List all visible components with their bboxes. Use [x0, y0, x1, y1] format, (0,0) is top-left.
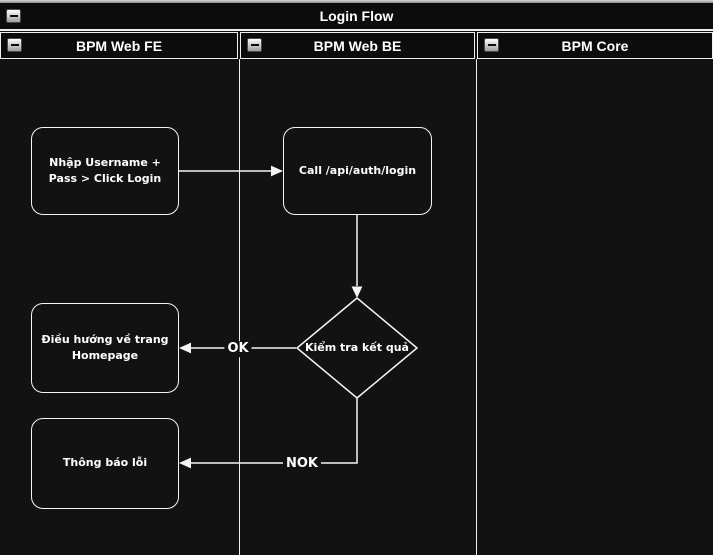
arrowhead-down-icon	[351, 286, 363, 298]
collapse-icon[interactable]	[484, 38, 499, 52]
minus-glyph	[487, 44, 496, 46]
collapse-icon[interactable]	[7, 38, 22, 52]
pool-top-edge	[0, 0, 713, 3]
lane-header-bpm-web-fe[interactable]: BPM Web FE	[0, 32, 238, 59]
decision-node-label[interactable]: Kiểm tra kết quả	[305, 341, 409, 354]
edge-label-ok: OK	[224, 341, 252, 357]
node-call-login-api[interactable]: Call /api/auth/login	[283, 127, 432, 215]
pool-title: Login Flow	[319, 8, 394, 24]
node-label: Call /api/auth/login	[298, 163, 417, 177]
collapse-icon[interactable]	[6, 9, 21, 23]
lane-header-bpm-web-be[interactable]: BPM Web BE	[240, 32, 475, 59]
lane-header-label: BPM Web FE	[75, 37, 163, 54]
lane-header-label: BPM Web BE	[313, 37, 402, 54]
arrowhead-left-icon	[179, 457, 191, 469]
arrowhead-left-icon	[179, 342, 191, 354]
lane-header-label: BPM Core	[561, 37, 629, 54]
node-label: Nhập Username + Pass > Click Login	[48, 155, 162, 186]
decision-diamond[interactable]	[295, 297, 419, 399]
lane-header-bpm-core[interactable]: BPM Core	[477, 32, 713, 59]
node-enter-credentials[interactable]: Nhập Username + Pass > Click Login	[31, 127, 179, 215]
node-error-message[interactable]: Thông báo lỗi	[31, 418, 179, 509]
minus-glyph	[250, 44, 259, 46]
node-label: Thông báo lỗi	[62, 456, 148, 470]
lane-divider	[475, 59, 477, 555]
node-label: Điều hướng về trang Homepage	[41, 332, 169, 363]
arrowhead-right-icon	[271, 165, 283, 177]
minus-glyph	[9, 15, 18, 17]
collapse-icon[interactable]	[247, 38, 262, 52]
edge-label-nok: NOK	[282, 456, 322, 472]
node-redirect-homepage[interactable]: Điều hướng về trang Homepage	[31, 303, 179, 393]
lane-divider	[238, 59, 240, 555]
edge-decision-nok[interactable]	[191, 398, 358, 464]
pool-title-bar[interactable]: Login Flow	[0, 3, 713, 31]
minus-glyph	[10, 44, 19, 46]
